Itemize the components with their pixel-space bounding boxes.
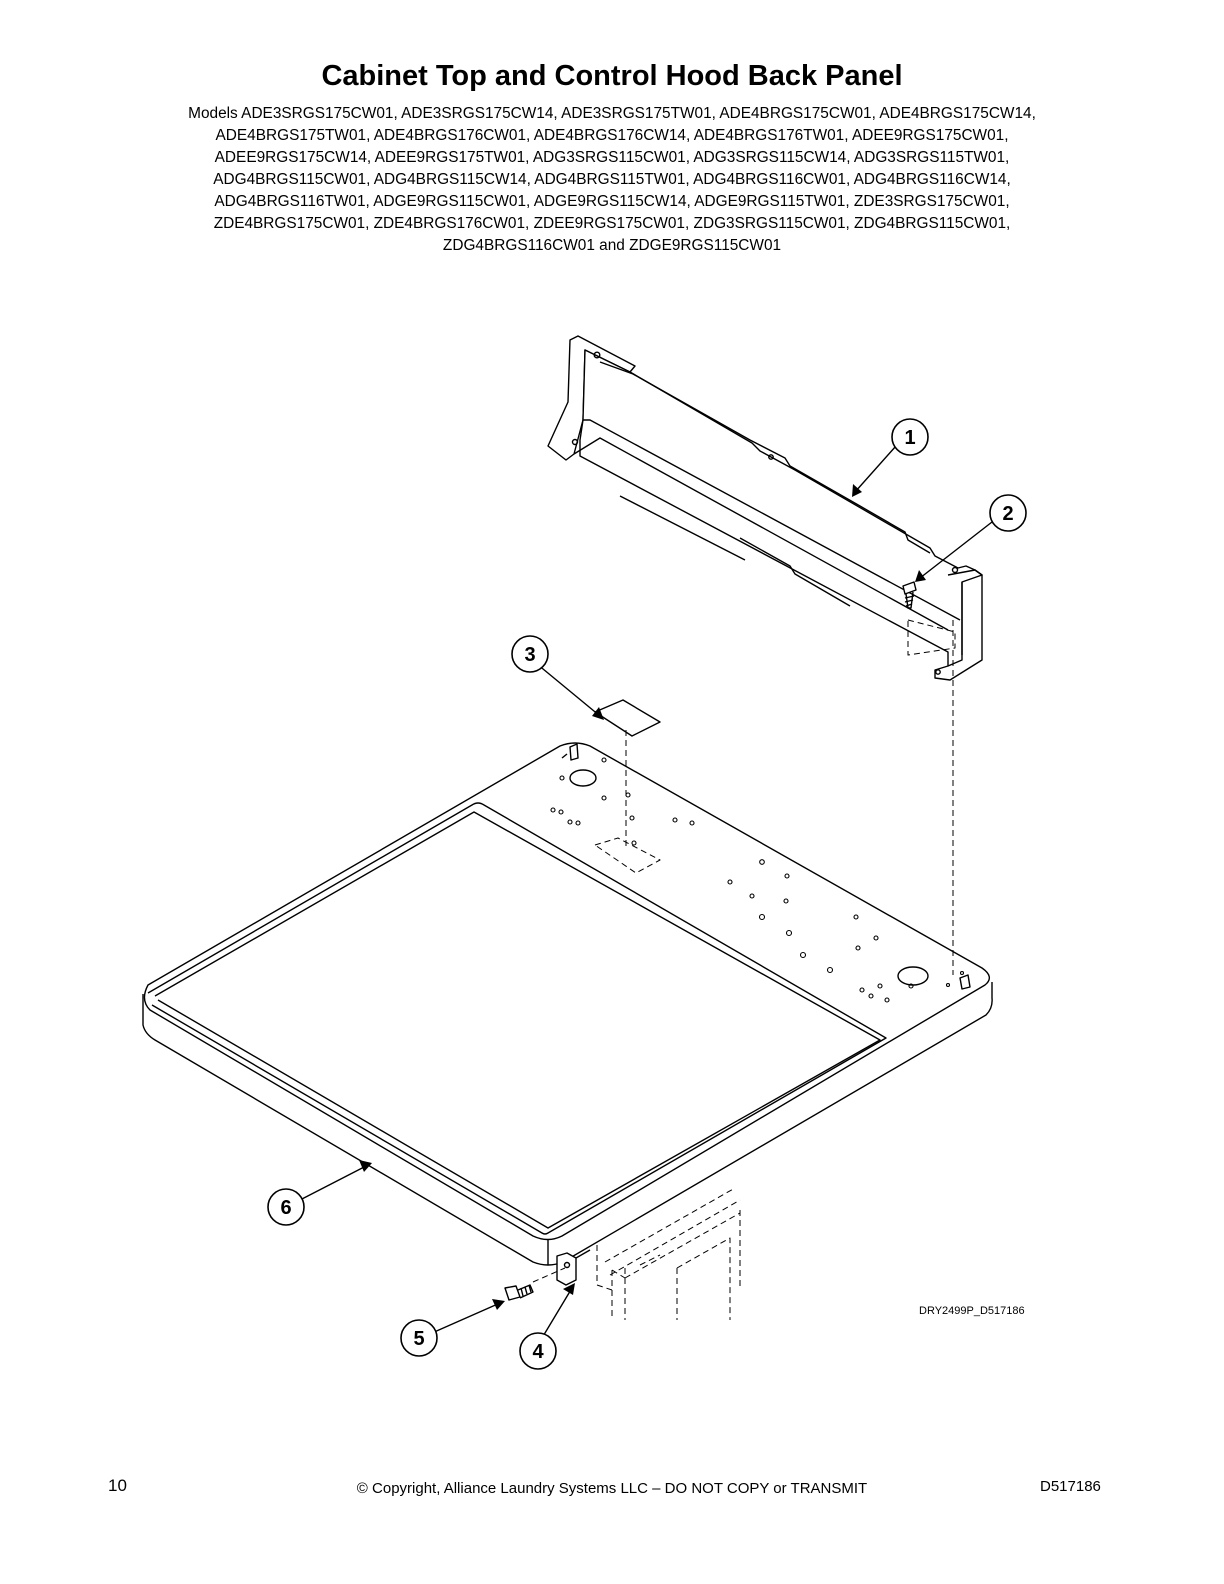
models-line: ADEE9RGS175CW14, ADEE9RGS175TW01, ADG3SR…: [214, 149, 1010, 166]
models-line: ADG4BRGS115CW01, ADG4BRGS115CW14, ADG4BR…: [213, 171, 1011, 188]
callout-5: 5: [413, 1328, 424, 1350]
models-line: ADG4BRGS116TW01, ADGE9RGS115CW01, ADGE9R…: [214, 193, 1010, 210]
assembly-dashed-lines: [532, 619, 956, 1320]
control-hood-back-panel: [547, 335, 983, 681]
copyright-notice: © Copyright, Alliance Laundry Systems LL…: [356, 1480, 868, 1497]
models-line: Models ADE3SRGS175CW01, ADE3SRGS175CW14,…: [188, 105, 1036, 122]
models-list: Models ADE3SRGS175CW01, ADE3SRGS175CW14,…: [100, 103, 1124, 257]
callout-5-circle: [400, 1319, 438, 1357]
callout-arrowheads: [359, 484, 926, 1310]
cabinet-top-holes: [550, 757, 965, 1003]
models-line: ZDG4BRGS116CW01 and ZDGE9RGS115CW01: [442, 237, 782, 254]
callout-4-circle: [519, 1332, 557, 1370]
cabinet-bracket: [556, 1249, 591, 1286]
models-line: ZDE4BRGS175CW01, ZDE4BRGS176CW01, ZDEE9R…: [213, 215, 1011, 232]
callout-circles: [267, 418, 1027, 1370]
callout-3: 3: [524, 644, 535, 666]
bracket-screw: [504, 1284, 534, 1301]
callout-2-circle: [989, 494, 1027, 532]
label-decal: [594, 699, 661, 737]
cabinet-top: [142, 742, 993, 1266]
callout-leaders: [299, 445, 993, 1339]
models-line: ADE4BRGS175TW01, ADE4BRGS176CW01, ADE4BR…: [215, 127, 1009, 144]
page-number: 10: [108, 1476, 127, 1495]
page-title: Cabinet Top and Control Hood Back Panel: [321, 60, 903, 92]
drawing-id: DRY2499P_D517186: [919, 1305, 1025, 1317]
callout-1-circle: [891, 418, 929, 456]
callout-2: 2: [1002, 503, 1013, 525]
callout-3-circle: [511, 635, 549, 673]
callout-6-circle: [267, 1188, 305, 1226]
document-number: D517186: [1040, 1478, 1101, 1495]
callout-4: 4: [532, 1341, 544, 1363]
callout-6: 6: [280, 1197, 291, 1219]
hood-screw: [902, 581, 917, 609]
callout-1: 1: [904, 427, 915, 449]
